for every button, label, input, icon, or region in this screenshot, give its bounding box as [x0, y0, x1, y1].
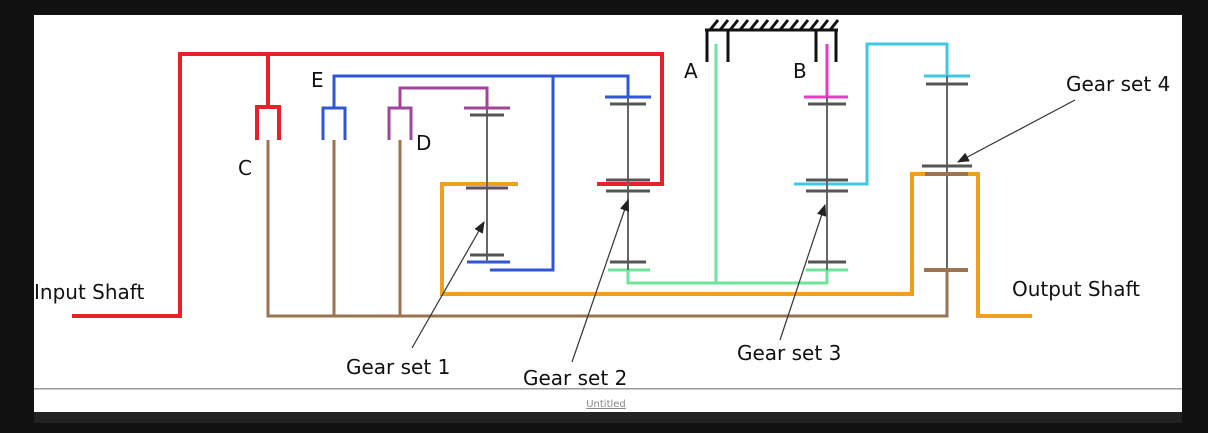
clutch-b-label: B	[793, 59, 807, 83]
gear-set-2-label: Gear set 2	[523, 366, 627, 390]
status-bar	[34, 412, 1182, 423]
document-title-link[interactable]: Untitled	[586, 399, 626, 410]
ground-hatch	[705, 19, 840, 62]
clutch-e-label: E	[311, 68, 324, 92]
brake-a-green	[608, 44, 848, 285]
output-shaft-label: Output Shaft	[1012, 277, 1140, 301]
clutch-a-label: A	[684, 59, 698, 83]
gear-set-3-label: Gear set 3	[737, 341, 841, 365]
gear-set-4-hub	[924, 172, 968, 272]
clutch-d-label: D	[416, 131, 431, 155]
sun-shaft-brown	[266, 140, 949, 318]
leader-arrows	[411, 99, 1076, 363]
clutch-c-label: C	[238, 156, 252, 180]
input-shaft-label: Input Shaft	[34, 280, 144, 304]
input-shaft-red	[72, 52, 664, 318]
gear-set-1-label: Gear set 1	[346, 355, 450, 379]
gear-set-4-label: Gear set 4	[1066, 72, 1170, 96]
status-divider	[34, 388, 1182, 390]
ring-output-orange	[440, 172, 1032, 318]
diagram-canvas	[34, 15, 1182, 423]
